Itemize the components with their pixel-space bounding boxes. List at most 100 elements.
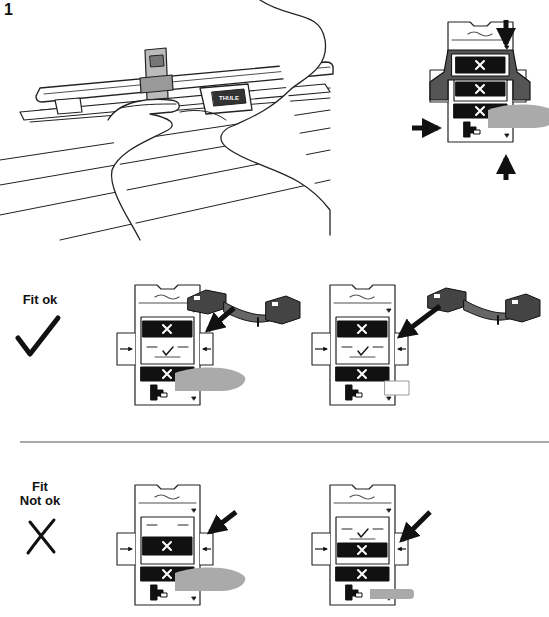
rail-profile: [175, 567, 245, 591]
fit-gauge: [312, 285, 409, 405]
check-mark: [358, 347, 368, 355]
hand: [221, 0, 330, 235]
pointer-arrow: [504, 158, 509, 180]
indicator-box: [336, 367, 389, 381]
fit-gauge: [312, 485, 414, 605]
stroke: [139, 303, 196, 304]
foot: [55, 98, 82, 114]
pointer-arrow: [398, 348, 406, 349]
pointer-arrow: [120, 348, 132, 349]
pointer-arrow: [398, 548, 406, 549]
gauge-tab: [312, 533, 330, 565]
stroke: [334, 503, 391, 504]
cross-symbol: [28, 520, 54, 553]
fit-verdict: Fit ok: [20, 293, 60, 307]
x-mark: [476, 61, 484, 69]
x-mark: [163, 542, 171, 550]
x-mark: [358, 370, 366, 378]
stroke: [356, 393, 362, 397]
roof-foot: [428, 288, 540, 324]
rail-profile: [370, 589, 414, 599]
stroke: [192, 509, 196, 512]
step-number: 1: [4, 2, 24, 19]
pointer-arrow: [504, 20, 509, 44]
stroke: [387, 397, 391, 400]
pointer-arrow: [315, 548, 327, 549]
pointer-arrow: [203, 548, 211, 549]
stroke: [150, 55, 164, 67]
x-mark: [358, 570, 366, 578]
align-mark: [147, 347, 188, 348]
indicator-box: [338, 543, 387, 557]
stroke: [505, 134, 509, 137]
gauge-window: [141, 517, 194, 564]
brand-mark: THULE: [214, 95, 244, 101]
roof-foot: [188, 290, 300, 326]
indicator-box: [143, 321, 192, 337]
fit-verdict: Fit Not ok: [14, 480, 66, 507]
gauge-emblem: [468, 32, 492, 36]
x-mark: [163, 570, 171, 578]
stroke: [350, 357, 375, 358]
gauge-clamp: [430, 50, 530, 100]
indicator-box: [143, 537, 192, 555]
x-mark: [476, 107, 484, 115]
stroke: [506, 294, 540, 322]
stroke: [120, 104, 176, 108]
gauge-tab: [200, 533, 213, 565]
gauge-emblem: [155, 295, 179, 299]
gauge-tab: [117, 333, 135, 365]
stroke: [387, 509, 391, 512]
stroke: [387, 309, 391, 312]
indicator-box: [338, 321, 387, 337]
separator-line: [20, 442, 549, 443]
stroke: [356, 593, 362, 597]
align-mark: [147, 525, 188, 526]
roof-bar-scene: [0, 0, 333, 240]
check-symbol: [18, 318, 58, 354]
stroke: [60, 180, 330, 240]
stroke: [334, 303, 391, 304]
indicator-box: [456, 82, 505, 96]
fit-gauge: [430, 22, 549, 142]
x-mark: [358, 546, 366, 554]
pointer-arrow: [412, 126, 438, 131]
label-box: Fit ok: [20, 293, 60, 307]
check-mark: [163, 347, 173, 355]
gauge-emblem: [350, 295, 374, 299]
label-box: Fit Not ok: [14, 480, 66, 507]
gauge-emblem: [155, 495, 179, 499]
pointer-arrow: [203, 348, 211, 349]
stroke: [497, 316, 499, 324]
gauge-tab: [312, 333, 330, 365]
gauge-clamp: [140, 75, 173, 93]
stroke: [155, 357, 180, 358]
stroke: [188, 290, 226, 314]
gauge-window: [141, 317, 194, 364]
pointer-arrow: [210, 512, 236, 532]
foot: [200, 84, 252, 114]
stroke: [474, 130, 480, 134]
x-mark: [358, 325, 366, 333]
x-mark: [163, 325, 171, 333]
pointer-arrow: [402, 512, 430, 540]
gauge-window: [336, 517, 389, 564]
rail-profile: [488, 104, 549, 128]
stroke: [194, 296, 278, 306]
gauge-tab: [200, 333, 213, 365]
stroke: [180, 110, 226, 120]
indicator-box: [336, 567, 389, 581]
gauge-clamp: [430, 50, 530, 100]
hand: [108, 99, 179, 240]
x-mark: [163, 370, 171, 378]
stroke: [452, 40, 509, 41]
pointer-arrow: [400, 306, 440, 336]
gauge-emblem: [350, 495, 374, 499]
fit-gauge: [117, 485, 245, 605]
stroke: [266, 296, 300, 324]
pointer-arrow: [208, 308, 234, 330]
rail-profile: [385, 381, 409, 395]
stroke: [161, 393, 167, 397]
stroke: [139, 503, 196, 504]
